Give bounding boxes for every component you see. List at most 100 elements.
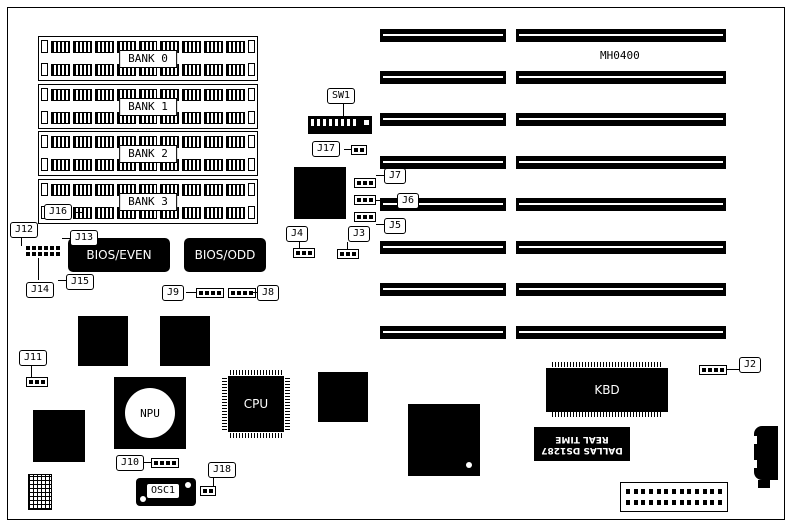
dram-chip bbox=[226, 40, 246, 53]
leader-line bbox=[376, 200, 397, 201]
pin bbox=[357, 198, 361, 202]
pin bbox=[209, 489, 213, 493]
pin bbox=[360, 148, 364, 152]
pin bbox=[302, 251, 306, 255]
dram-chip bbox=[182, 183, 202, 196]
cpu-pins-left bbox=[222, 378, 227, 430]
ic-chip bbox=[294, 167, 346, 219]
leader-line bbox=[186, 292, 196, 293]
pin bbox=[172, 461, 176, 465]
socket-end bbox=[248, 111, 256, 124]
expansion-slot bbox=[516, 29, 726, 42]
pin bbox=[249, 291, 253, 295]
pin bbox=[720, 368, 724, 372]
jumper-j17 bbox=[351, 145, 367, 155]
kbd-controller-chip: KBD bbox=[546, 368, 668, 412]
callout-j14: J14 bbox=[26, 282, 55, 298]
board-outline bbox=[7, 7, 785, 520]
dram-chip bbox=[182, 88, 202, 101]
pin bbox=[717, 500, 722, 505]
bank-3-label: BANK 3 bbox=[119, 193, 177, 211]
pin bbox=[633, 500, 638, 505]
dram-chip bbox=[182, 206, 202, 219]
socket-end bbox=[41, 135, 48, 148]
pin bbox=[44, 252, 48, 256]
dram-chip bbox=[94, 158, 114, 171]
pin bbox=[369, 198, 373, 202]
dram-chip bbox=[94, 135, 114, 148]
pin bbox=[205, 291, 209, 295]
crystal bbox=[28, 474, 52, 510]
pin bbox=[363, 198, 367, 202]
pin bbox=[211, 291, 215, 295]
leader-line bbox=[21, 238, 22, 246]
dram-chip bbox=[182, 40, 202, 53]
pin bbox=[166, 461, 170, 465]
socket-end bbox=[248, 88, 256, 101]
ic-chip bbox=[160, 316, 210, 366]
pin bbox=[626, 489, 630, 494]
memory-bank-0: BANK 0 bbox=[38, 36, 258, 81]
dip-switch-positions bbox=[311, 119, 359, 126]
pin bbox=[369, 181, 373, 185]
dram-chip bbox=[72, 206, 92, 219]
leader-line bbox=[726, 369, 739, 370]
pin bbox=[41, 380, 45, 384]
dram-chip bbox=[182, 63, 202, 76]
cpu-pins-right bbox=[285, 378, 290, 430]
dram-chip bbox=[204, 206, 224, 219]
pin bbox=[203, 489, 207, 493]
ic-chip bbox=[33, 410, 85, 462]
keyboard-connector bbox=[754, 426, 778, 480]
dram-chip bbox=[72, 88, 92, 101]
leader-line bbox=[376, 175, 384, 176]
socket-end bbox=[248, 40, 256, 53]
leader-line bbox=[38, 258, 39, 280]
pin bbox=[679, 489, 684, 494]
pin bbox=[56, 252, 60, 256]
pin bbox=[714, 368, 718, 372]
npu-socket: NPU bbox=[114, 377, 186, 449]
expansion-slot bbox=[516, 326, 726, 339]
pin bbox=[702, 489, 707, 494]
dram-chip bbox=[182, 111, 202, 124]
dip-switch-marker bbox=[364, 120, 369, 125]
expansion-slot bbox=[516, 113, 726, 126]
pin1-marker bbox=[466, 462, 472, 468]
callout-sw1: SW1 bbox=[327, 88, 356, 104]
npu-label: NPU bbox=[125, 388, 175, 438]
pin bbox=[50, 246, 54, 250]
pin bbox=[56, 246, 60, 250]
bios-odd-chip: BIOS/ODD bbox=[184, 238, 266, 272]
callout-j10: J10 bbox=[116, 455, 145, 471]
jumper-j2 bbox=[699, 365, 727, 375]
pin bbox=[243, 291, 247, 295]
pin bbox=[357, 181, 361, 185]
pin bbox=[641, 500, 646, 505]
cpu-pins-bottom bbox=[230, 433, 282, 438]
pin bbox=[32, 246, 36, 250]
dram-chip bbox=[94, 63, 114, 76]
pin bbox=[29, 380, 33, 384]
rtc-label: DALLAS DS1287 REAL TIME bbox=[534, 427, 630, 461]
rtc-line1: DALLAS DS1287 bbox=[541, 445, 623, 455]
dram-chip bbox=[72, 111, 92, 124]
pin bbox=[199, 291, 203, 295]
pin bbox=[633, 489, 638, 494]
ic-chip bbox=[78, 316, 128, 366]
pin bbox=[671, 500, 676, 505]
dram-chip bbox=[51, 40, 70, 53]
rtc-line2: REAL TIME bbox=[555, 434, 609, 444]
pin bbox=[35, 380, 39, 384]
cpu-pins-top bbox=[230, 370, 282, 375]
dram-chip bbox=[204, 111, 224, 124]
chip-row bbox=[41, 135, 256, 148]
pin bbox=[352, 252, 356, 256]
bottom-connector bbox=[620, 482, 728, 512]
dram-chip bbox=[204, 88, 224, 101]
expansion-slot bbox=[380, 283, 506, 296]
pin bbox=[308, 251, 312, 255]
pin bbox=[217, 291, 221, 295]
callout-j15: J15 bbox=[66, 274, 95, 290]
socket-end bbox=[41, 158, 48, 171]
